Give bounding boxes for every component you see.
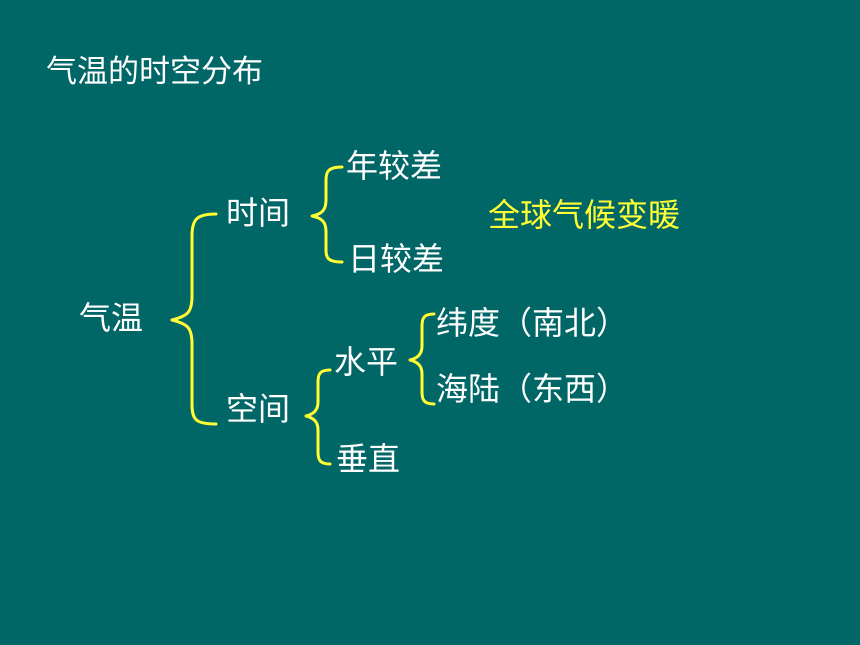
slide-title: 气温的时空分布 — [46, 54, 263, 90]
highlight-note: 全球气候变暖 — [488, 196, 681, 234]
time-brace — [310, 165, 344, 264]
root-brace — [170, 212, 218, 426]
node-annual-range: 年较差 — [346, 147, 443, 185]
node-horizontal: 水平 — [334, 343, 399, 381]
node-land-sea: 海陆（东西） — [436, 370, 629, 408]
node-daily-range: 日较差 — [348, 240, 445, 278]
node-time: 时间 — [226, 194, 291, 232]
horizontal-brace — [408, 312, 436, 406]
node-root: 气温 — [79, 299, 144, 337]
node-vertical: 垂直 — [336, 440, 401, 478]
space-brace — [304, 368, 332, 466]
node-latitude: 纬度（南北） — [436, 304, 629, 342]
node-space: 空间 — [226, 390, 291, 428]
